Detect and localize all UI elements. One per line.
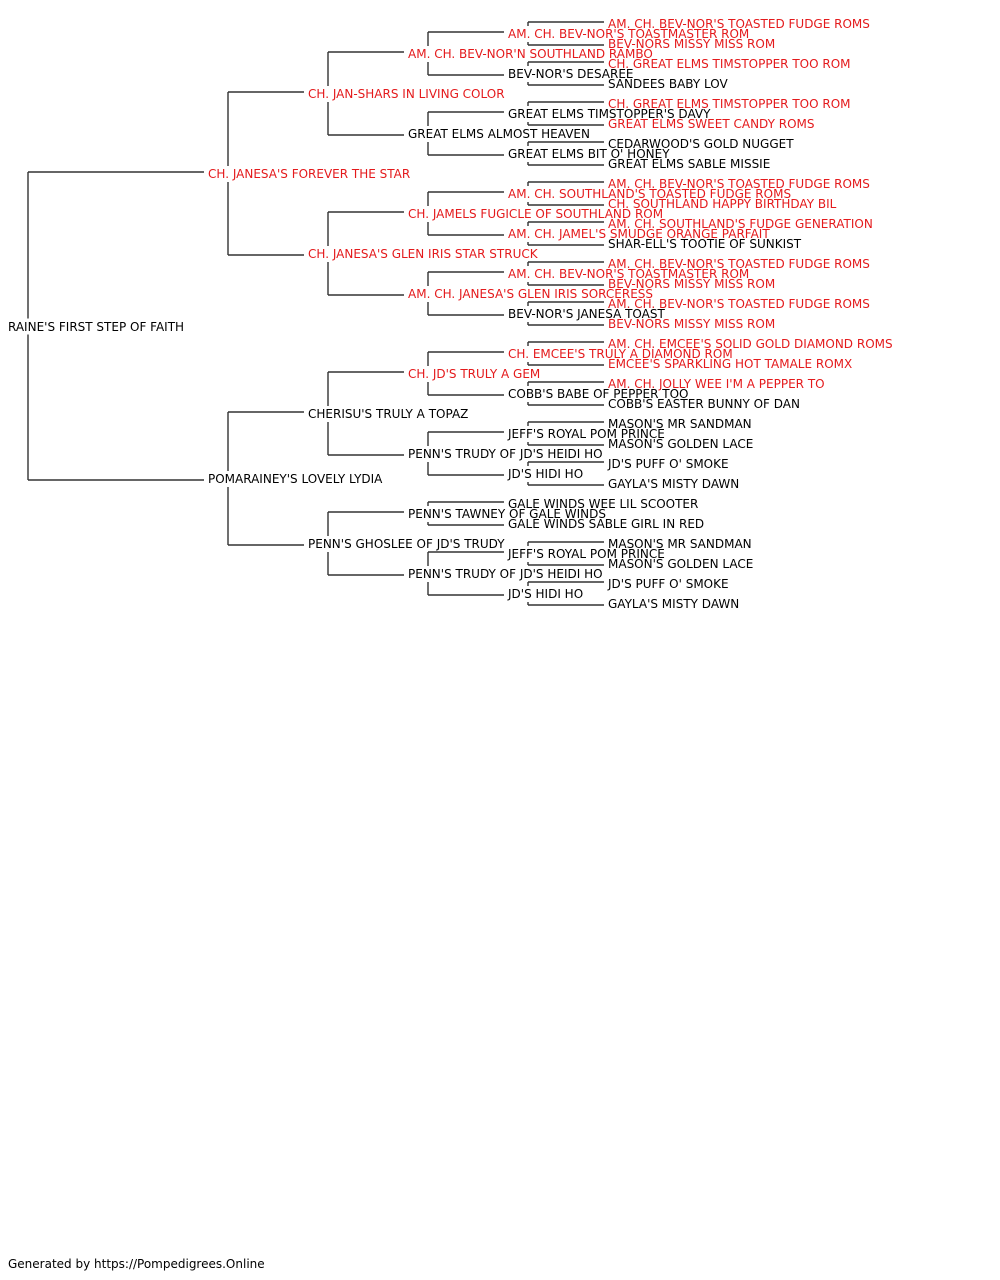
ancestor-name: AM. CH. BEV-NOR'N SOUTHLAND RAMBO: [408, 47, 653, 61]
ancestor-name: CH. GREAT ELMS TIMSTOPPER TOO ROM: [608, 97, 851, 111]
ancestor-name: AM. CH. SOUTHLAND'S FUDGE GENERATION: [608, 217, 873, 231]
ancestor-name: GREAT ELMS TIMSTOPPER'S DAVY: [508, 107, 711, 121]
ancestor-name: AM. CH. JAMEL'S SMUDGE ORANGE PARFAIT: [508, 227, 770, 241]
ancestor-name: GREAT ELMS ALMOST HEAVEN: [408, 127, 590, 141]
ancestor-name: JD'S HIDI HO: [508, 467, 584, 481]
ancestor-name: AM. CH. BEV-NOR'S TOASTED FUDGE ROMS: [608, 17, 870, 31]
ancestor-name: GAYLA'S MISTY DAWN: [608, 477, 740, 491]
ancestor-name: AM. CH. BEV-NOR'S TOASTMASTER ROM: [508, 267, 750, 281]
ancestor-name: EMCEE'S SPARKLING HOT TAMALE ROMX: [608, 357, 853, 371]
ancestor-name: COBB'S EASTER BUNNY OF DAN: [608, 397, 800, 411]
ancestor-name: MASON'S GOLDEN LACE: [608, 557, 754, 571]
ancestor-name: AM. CH. BEV-NOR'S TOASTED FUDGE ROMS: [608, 297, 870, 311]
ancestor-name: GREAT ELMS SABLE MISSIE: [608, 157, 771, 171]
ancestor-name: MASON'S MR SANDMAN: [608, 417, 752, 431]
ancestor-name: POMARAINEY'S LOVELY LYDIA: [208, 472, 383, 486]
ancestor-name: CH. JAMELS FUGICLE OF SOUTHLAND ROM: [408, 207, 664, 221]
ancestor-name: MASON'S GOLDEN LACE: [608, 437, 754, 451]
ancestor-name: GALE WINDS SABLE GIRL IN RED: [508, 517, 705, 531]
ancestor-name: CH. JANESA'S FOREVER THE STAR: [208, 167, 411, 181]
ancestor-name: PENN'S TAWNEY OF GALE WINDS: [408, 507, 607, 521]
ancestor-name: CH. JANESA'S GLEN IRIS STAR STRUCK: [308, 247, 538, 261]
ancestor-name: AM. CH. JANESA'S GLEN IRIS SORCERESS: [408, 287, 654, 301]
ancestor-name: AM. CH. BEV-NOR'S TOASTMASTER ROM: [508, 27, 750, 41]
ancestor-name: PENN'S TRUDY OF JD'S HEIDI HO: [408, 447, 603, 461]
ancestor-name: MASON'S MR SANDMAN: [608, 537, 752, 551]
ancestor-name: CH. JD'S TRULY A GEM: [408, 367, 541, 381]
ancestor-name: JD'S HIDI HO: [508, 587, 584, 601]
ancestor-name: GREAT ELMS SWEET CANDY ROMS: [608, 117, 815, 131]
ancestor-name: JEFF'S ROYAL POM PRINCE: [508, 547, 665, 561]
ancestor-name: SANDEES BABY LOV: [608, 77, 728, 91]
ancestor-name: AM. CH. EMCEE'S SOLID GOLD DIAMOND ROMS: [608, 337, 893, 351]
ancestor-name: GAYLA'S MISTY DAWN: [608, 597, 740, 611]
ancestor-name: BEV-NORS MISSY MISS ROM: [608, 317, 776, 331]
ancestor-name: AM. CH. BEV-NOR'S TOASTED FUDGE ROMS: [608, 257, 870, 271]
ancestor-name: AM. CH. JOLLY WEE I'M A PEPPER TO: [608, 377, 825, 391]
ancestor-name: BEV-NOR'S JANESA TOAST: [508, 307, 665, 321]
ancestor-name: PENN'S TRUDY OF JD'S HEIDI HO: [408, 567, 603, 581]
ancestor-name: AM. CH. BEV-NOR'S TOASTED FUDGE ROMS: [608, 177, 870, 191]
ancestor-name: AM. CH. SOUTHLAND'S TOASTED FUDGE ROMS: [508, 187, 792, 201]
ancestor-name: SHAR-ELL'S TOOTIE OF SUNKIST: [608, 237, 802, 251]
ancestor-name: JD'S PUFF O' SMOKE: [608, 577, 729, 591]
ancestor-name: CH. EMCEE'S TRULY A DIAMOND ROM: [508, 347, 733, 361]
ancestor-name: GREAT ELMS BIT O' HONEY: [508, 147, 670, 161]
subject-dog-name: RAINE'S FIRST STEP OF FAITH: [8, 319, 185, 334]
ancestor-name: GALE WINDS WEE LIL SCOOTER: [508, 497, 699, 511]
ancestor-name: CHERISU'S TRULY A TOPAZ: [308, 407, 469, 421]
ancestor-name: JEFF'S ROYAL POM PRINCE: [508, 427, 665, 441]
ancestor-name: CH. SOUTHLAND HAPPY BIRTHDAY BIL: [608, 197, 837, 211]
generated-by-footer: Generated by https://Pompedigrees.Online: [8, 1257, 265, 1271]
ancestor-name: BEV-NOR'S DESAREE: [508, 67, 634, 81]
ancestor-name: BEV-NORS MISSY MISS ROM: [608, 37, 776, 51]
ancestor-name: JD'S PUFF O' SMOKE: [608, 457, 729, 471]
ancestor-name: CH. GREAT ELMS TIMSTOPPER TOO ROM: [608, 57, 851, 71]
ancestor-name: BEV-NORS MISSY MISS ROM: [608, 277, 776, 291]
ancestor-name: PENN'S GHOSLEE OF JD'S TRUDY: [308, 537, 505, 551]
ancestor-name: CEDARWOOD'S GOLD NUGGET: [608, 137, 794, 151]
ancestor-name: COBB'S BABE OF PEPPER TOO: [508, 387, 689, 401]
ancestor-name: CH. JAN-SHARS IN LIVING COLOR: [308, 87, 505, 101]
